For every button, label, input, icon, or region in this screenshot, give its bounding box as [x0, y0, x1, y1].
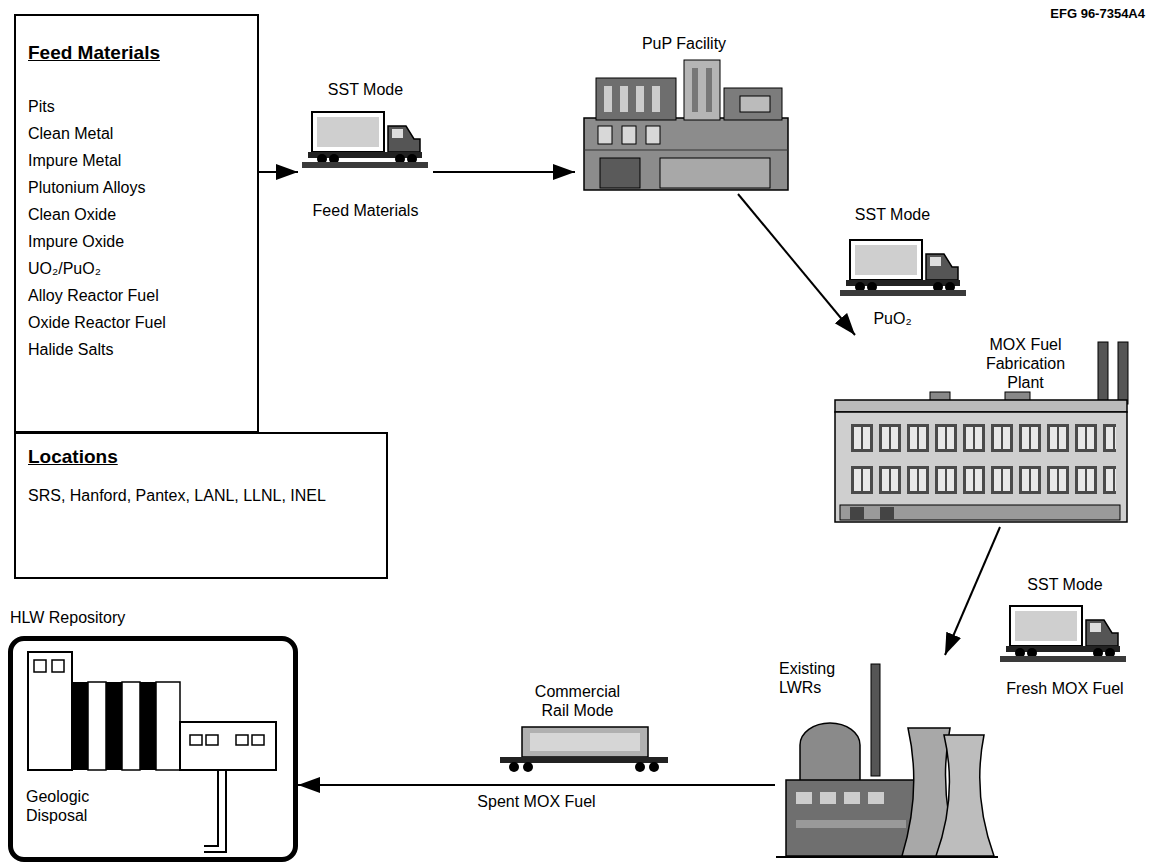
- transport-mode: SST Mode: [855, 205, 930, 224]
- feed-material-item: Oxide Reactor Fuel: [28, 309, 245, 336]
- facility-name: MOX Fuel Fabrication Plant: [968, 335, 1083, 393]
- repository-label: Geologic Disposal: [26, 787, 106, 825]
- flow-arrow: [945, 527, 1000, 655]
- truck-node: SST ModePuO₂: [835, 205, 950, 328]
- feed-material-item: Clean Oxide: [28, 201, 245, 228]
- flow-arrow: [298, 784, 775, 786]
- drawing-number: EFG 96-7354A4: [1050, 6, 1145, 21]
- feed-material-item: Pits: [28, 93, 245, 120]
- box-heading: Feed Materials: [28, 42, 245, 65]
- truck-illustration: [302, 112, 428, 168]
- flow-arrow: [738, 194, 855, 335]
- text-box: LocationsSRS, Hanford, Pantex, LANL, LLN…: [14, 432, 388, 579]
- feed-material-item: UO₂/PuO₂: [28, 255, 245, 282]
- feed-material-item: Halide Salts: [28, 336, 245, 363]
- mox-plant-illustration: [835, 342, 1128, 522]
- repository-outline: [8, 636, 298, 862]
- transport-mode: SST Mode: [328, 80, 403, 99]
- feed-material-item: Alloy Reactor Fuel: [28, 282, 245, 309]
- cargo-label: Fresh MOX Fuel: [1006, 679, 1123, 698]
- facility-node: MOX Fuel Fabrication Plant: [828, 335, 1138, 527]
- truck-illustration: [840, 240, 966, 296]
- feed-material-item: Impure Oxide: [28, 228, 245, 255]
- location-list: SRS, Hanford, Pantex, LANL, LLNL, INEL: [28, 485, 374, 507]
- text-box: Feed MaterialsPitsClean MetalImpure Meta…: [14, 14, 259, 433]
- cargo-label: Feed Materials: [313, 201, 419, 220]
- facility-name: Existing LWRs: [779, 659, 855, 697]
- pup-facility-illustration: [584, 60, 788, 190]
- railcar-illustration: [500, 727, 668, 772]
- box-heading: Locations: [28, 446, 374, 469]
- facility-node: PuP Facility: [575, 34, 793, 194]
- truck-node: SST ModeFresh MOX Fuel: [995, 575, 1135, 698]
- transport-mode: SST Mode: [1027, 575, 1102, 594]
- transport-mode: Commercial Rail Mode: [523, 682, 633, 720]
- facility-name: PuP Facility: [642, 34, 726, 53]
- repository-heading: HLW Repository: [10, 608, 298, 627]
- reactor-node: Existing LWRs: [775, 655, 1007, 862]
- flow-arrow: [259, 171, 298, 173]
- railcar-node: Commercial Rail Mode: [490, 680, 665, 775]
- feed-material-item: Clean Metal: [28, 120, 245, 147]
- repository-node: HLW RepositoryGeologic Disposal: [8, 606, 298, 862]
- truck-illustration: [1000, 606, 1126, 662]
- feed-material-item: Plutonium Alloys: [28, 174, 245, 201]
- truck-node: SST ModeFeed Materials: [298, 80, 433, 220]
- cargo-label: PuO₂: [873, 309, 911, 328]
- feed-material-item: Impure Metal: [28, 147, 245, 174]
- cargo-label: Spent MOX Fuel: [474, 793, 598, 811]
- flow-arrow: [433, 171, 575, 173]
